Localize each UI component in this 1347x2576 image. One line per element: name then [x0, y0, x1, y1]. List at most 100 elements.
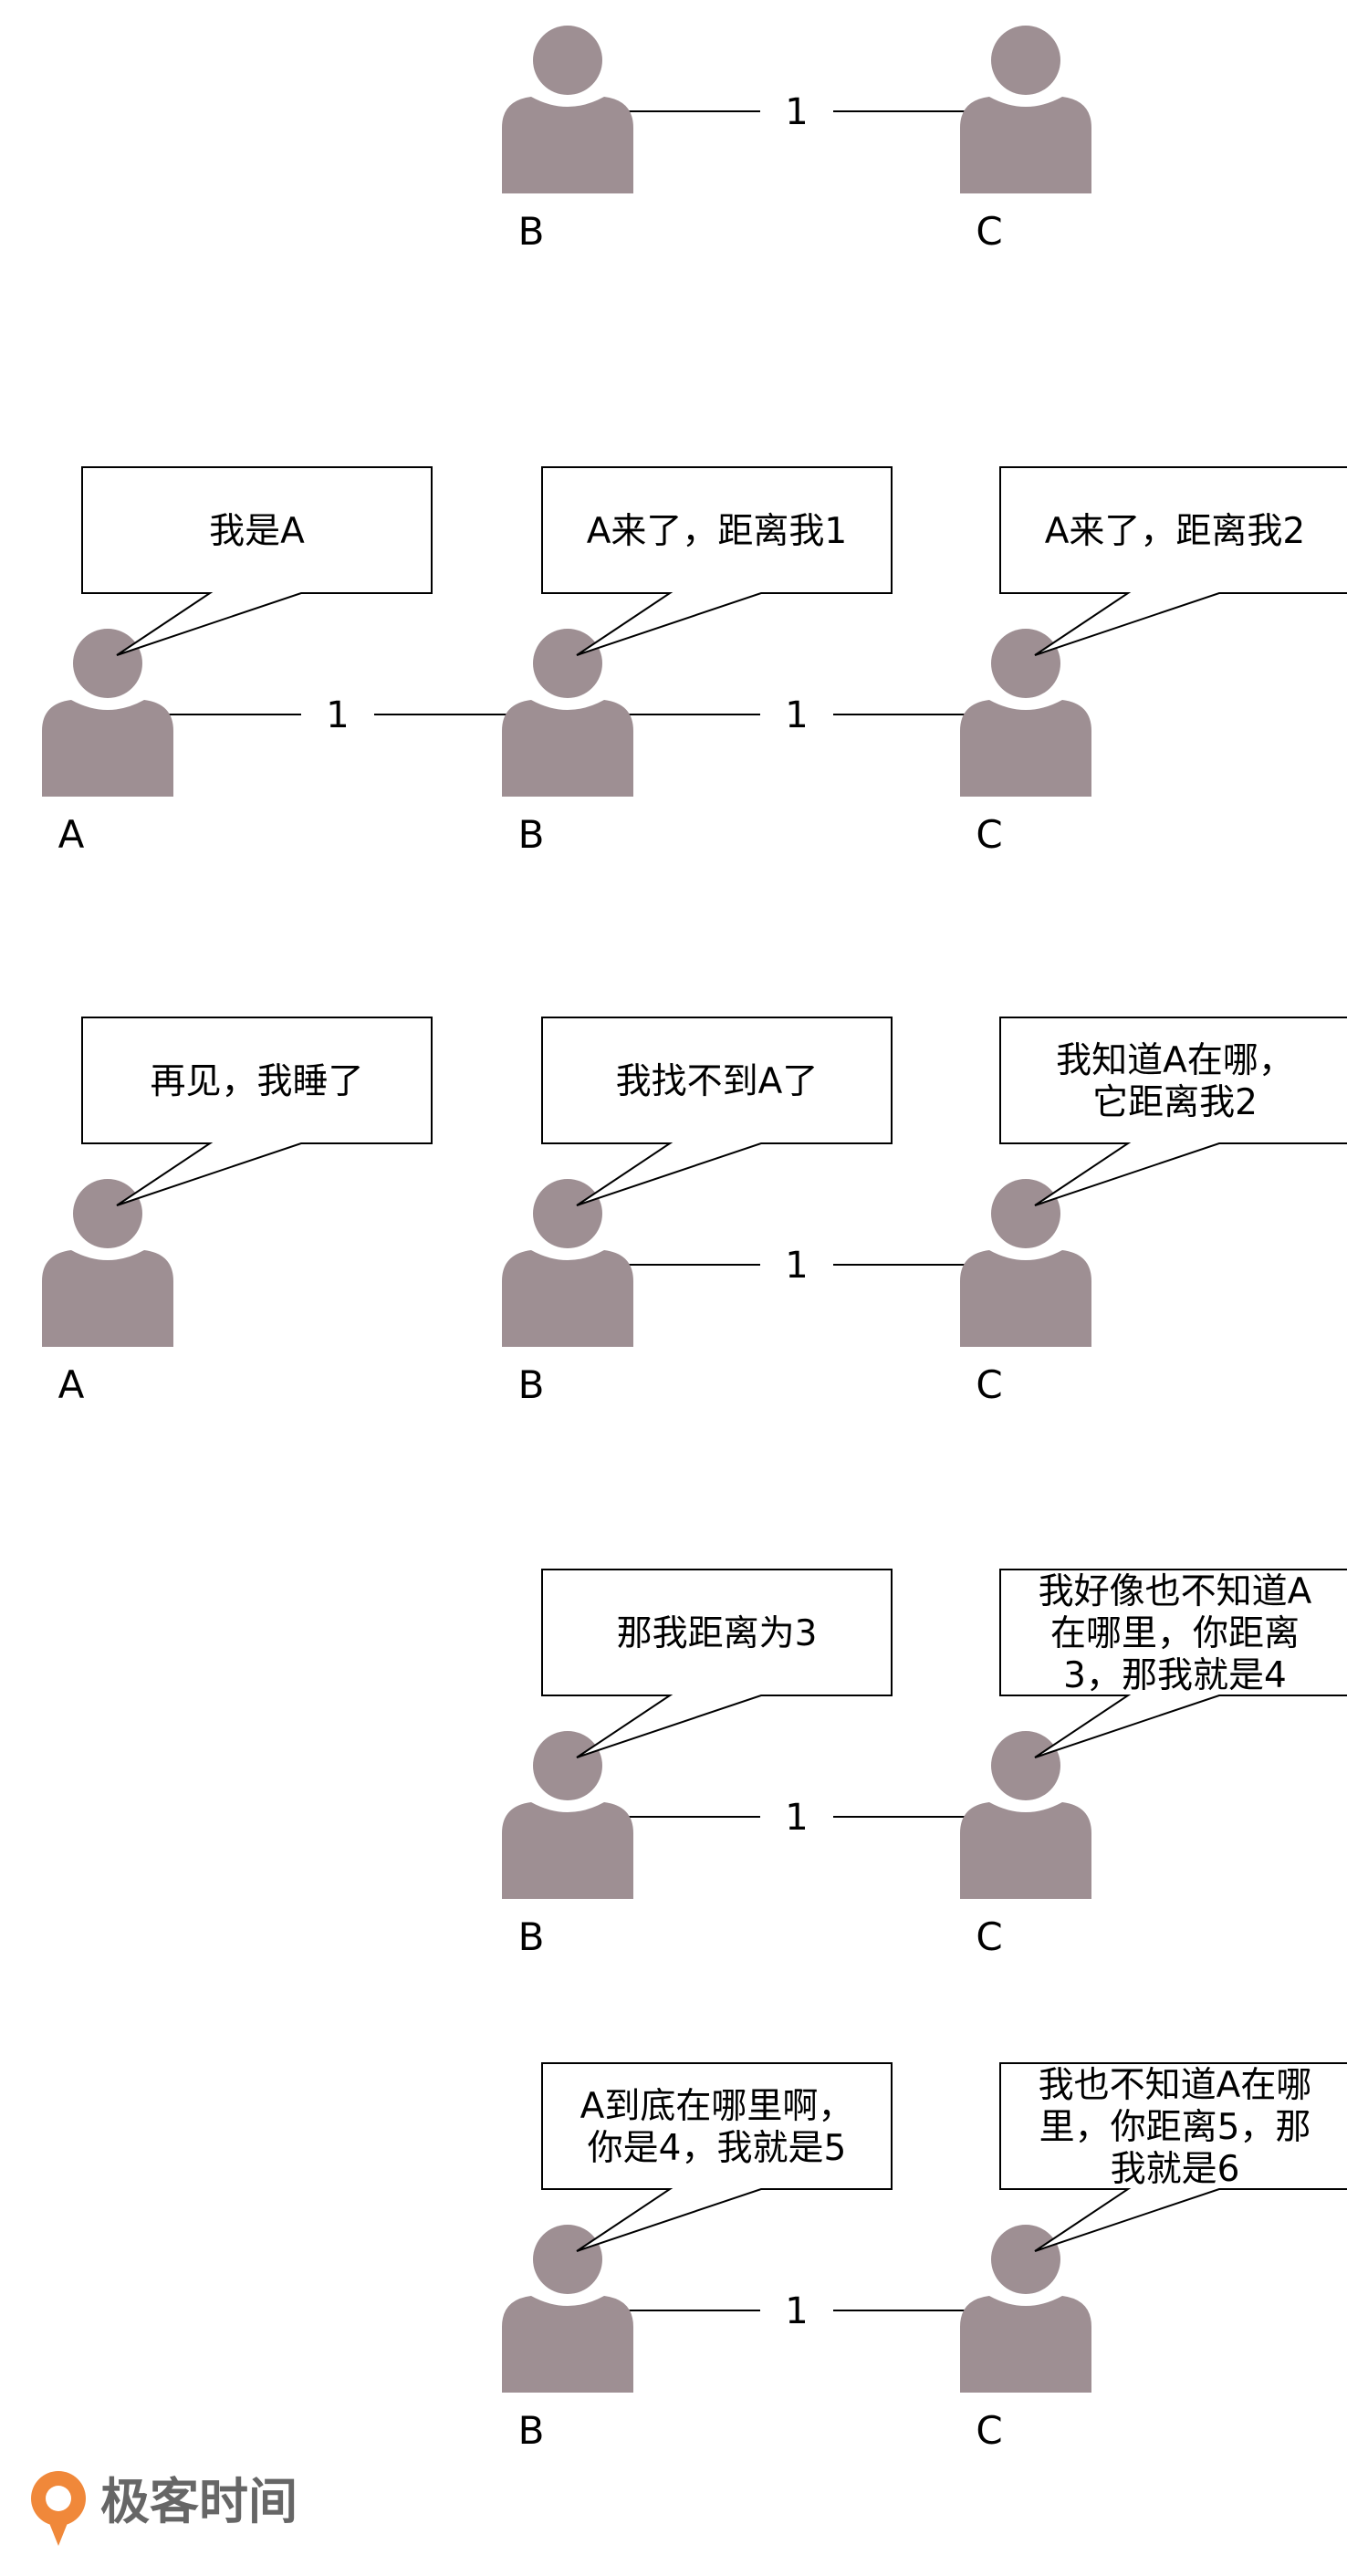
bubble-text-line: 那我距离为3 [617, 1613, 818, 1654]
person-icon [960, 26, 1091, 193]
person-body [42, 700, 173, 797]
logo-hole [46, 2486, 71, 2511]
speech-bubble-shape [999, 1017, 1347, 1206]
node-label: B [518, 1362, 545, 1407]
bubble-text-line: 它距离我2 [1092, 1082, 1258, 1123]
node-label: C [976, 209, 1002, 254]
logo-text: 极客时间 [100, 2473, 298, 2530]
bubble-text-line: A来了，距离我1 [587, 511, 848, 552]
bubble-text-line: 再见，我睡了 [150, 1061, 363, 1102]
link-B-C: 1 [595, 1245, 998, 1287]
person-icon [502, 1179, 633, 1347]
person-head [533, 26, 602, 95]
person-head [73, 1179, 142, 1248]
node-label: B [518, 1914, 545, 1959]
link-cost-label: 1 [785, 1245, 808, 1287]
person-body [42, 1250, 173, 1347]
link-B-C: 1 [595, 91, 998, 133]
person-icon [960, 2225, 1091, 2393]
person-icon [502, 629, 633, 797]
node-C: C [960, 26, 1091, 254]
speech-bubble-shape [999, 2062, 1347, 2252]
geektime-logo-icon [31, 2471, 86, 2546]
node-label: B [518, 209, 545, 254]
link-A-B: 1 [135, 694, 540, 736]
person-head [533, 629, 602, 698]
person-head [73, 629, 142, 698]
node-label: A [58, 1362, 85, 1407]
node-label: C [976, 812, 1002, 857]
bubble-text-line: 我就是6 [1111, 2149, 1240, 2190]
node-C: C A来了，距离我2 [960, 466, 1347, 857]
person-head [533, 1179, 602, 1248]
link-cost-label: 1 [785, 694, 808, 736]
speech-bubble: A来了，距离我1 [541, 466, 893, 656]
bubble-text-line: 3，那我就是4 [1063, 1655, 1287, 1696]
node-A: A 再见，我睡了 [42, 1017, 433, 1407]
speech-bubble-shape [541, 466, 893, 656]
speech-bubble-shape [81, 466, 433, 656]
node-label: A [58, 812, 85, 857]
bubble-text-line: 里，你距离5，那 [1039, 2107, 1311, 2148]
person-head [991, 26, 1060, 95]
bubble-text-line: 我是A [209, 511, 305, 552]
speech-bubble: 再见，我睡了 [81, 1017, 433, 1206]
link-cost-label: 1 [785, 91, 808, 133]
person-head [991, 1179, 1060, 1248]
person-head [533, 2225, 602, 2294]
person-head [991, 629, 1060, 698]
diagram-row-3: 1A 再见，我睡了 B 我找不到A了 C 我知道A在哪，它距离我2 [42, 1017, 1347, 1407]
logo: 极客时间 [31, 2471, 298, 2546]
bubble-text-line: 在哪里，你距离 [1050, 1613, 1300, 1654]
person-body [960, 2296, 1091, 2393]
link-cost-label: 1 [785, 1797, 808, 1839]
logo-tail [47, 2519, 69, 2546]
speech-bubble: 我知道A在哪，它距离我2 [999, 1017, 1347, 1206]
speech-bubble: 那我距离为3 [541, 1569, 893, 1758]
person-icon [502, 26, 633, 193]
speech-bubble: A到底在哪里啊，你是4，我就是5 [541, 2062, 893, 2252]
person-body [502, 97, 633, 193]
bubble-text-line: 我也不知道A在哪 [1039, 2065, 1312, 2106]
person-icon [42, 1179, 173, 1347]
person-body [502, 1802, 633, 1899]
person-body [960, 1802, 1091, 1899]
node-C: C 我知道A在哪，它距离我2 [960, 1017, 1347, 1407]
bubble-text-line: 我知道A在哪， [1056, 1040, 1294, 1081]
node-B: B A到底在哪里啊，你是4，我就是5 [502, 2062, 893, 2453]
speech-bubble: A来了，距离我2 [999, 466, 1347, 656]
speech-bubble-shape [999, 466, 1347, 656]
speech-bubble-shape [541, 2062, 893, 2252]
person-icon [960, 1731, 1091, 1899]
node-A: A 我是A [42, 466, 433, 857]
link-B-C: 1 [595, 2290, 998, 2332]
node-label: C [976, 1362, 1002, 1407]
person-icon [502, 2225, 633, 2393]
node-B: B [502, 26, 633, 254]
person-icon [960, 1179, 1091, 1347]
bubble-text-line: 你是4，我就是5 [588, 2128, 847, 2169]
link-cost-label: 1 [326, 694, 349, 736]
person-icon [960, 629, 1091, 797]
node-label: B [518, 2408, 545, 2453]
person-head [533, 1731, 602, 1800]
speech-bubble: 我是A [81, 466, 433, 656]
bubble-text-line: 我找不到A了 [616, 1061, 819, 1102]
speech-bubble: 我找不到A了 [541, 1017, 893, 1206]
speech-bubble-shape [541, 1017, 893, 1206]
person-body [502, 1250, 633, 1347]
person-body [960, 700, 1091, 797]
node-label: B [518, 812, 545, 857]
person-body [960, 1250, 1091, 1347]
diagram-row-1: 1B C [502, 26, 1091, 254]
bubble-text-line: A来了，距离我2 [1045, 511, 1306, 552]
node-label: C [976, 2408, 1002, 2453]
person-icon [42, 629, 173, 797]
